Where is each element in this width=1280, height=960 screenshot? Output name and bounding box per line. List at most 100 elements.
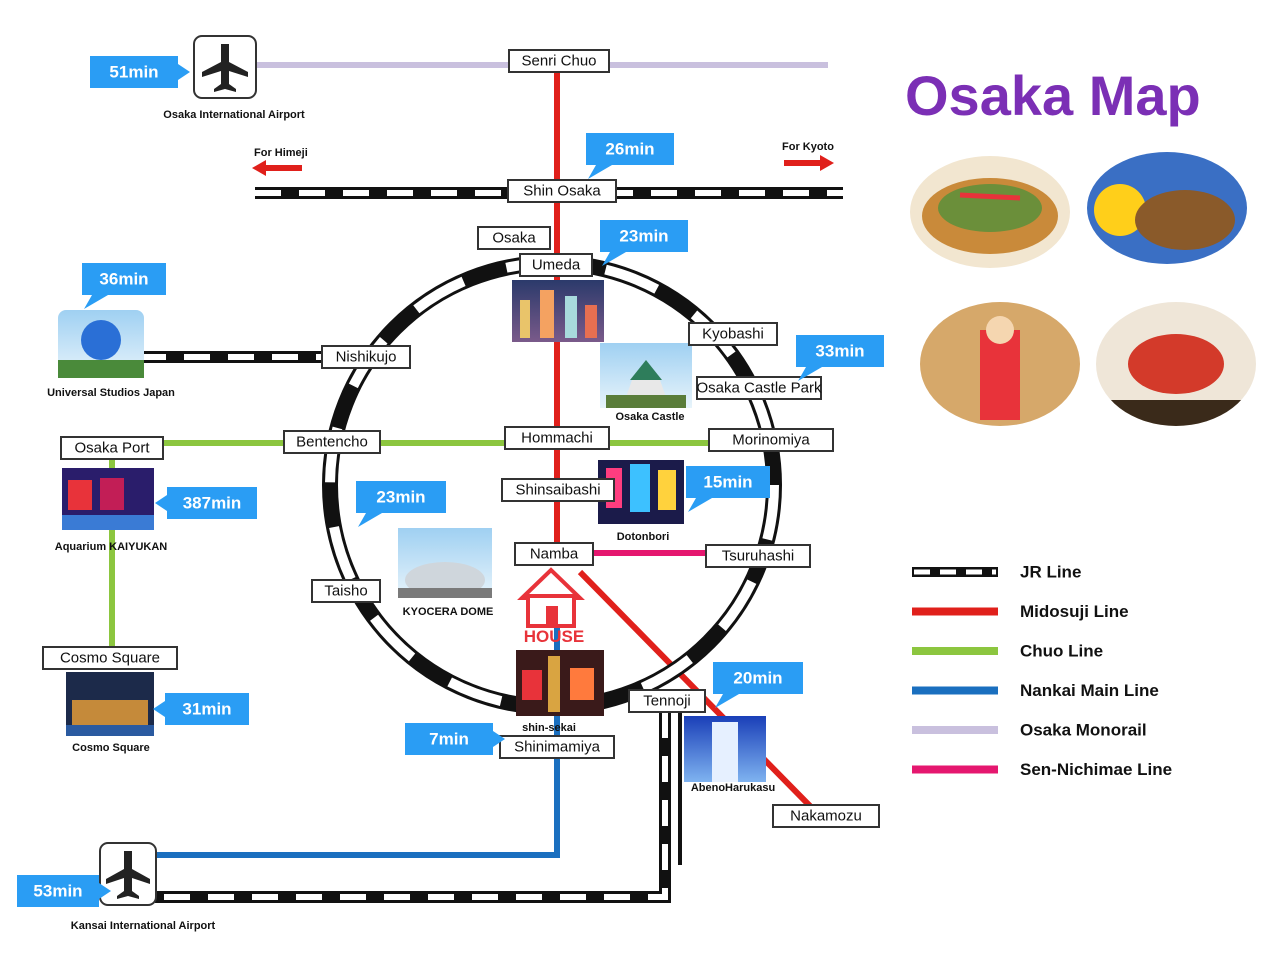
legend-item: Nankai Main Line: [912, 681, 1159, 700]
station-namba: Namba: [514, 542, 594, 566]
travel-time-label: 15min: [703, 473, 752, 492]
nankai-line: [155, 600, 560, 858]
jr-kansai-line-dash: [155, 712, 668, 900]
travel-time-shinimamiya: 7min: [405, 723, 505, 755]
shinsekai-photo: [516, 650, 604, 716]
travel-time-label: 23min: [376, 488, 425, 507]
station-label: Nishikujo: [336, 349, 397, 366]
legend-label: JR Line: [1020, 563, 1081, 582]
travel-time-label: 7min: [429, 730, 469, 749]
osaka-airport-label: Osaka International Airport: [163, 109, 305, 121]
travel-time-label: 387min: [183, 494, 242, 513]
kani-doraku-photo: [1096, 302, 1256, 426]
station-label: Nakamozu: [790, 808, 862, 825]
legend-label: Nankai Main Line: [1020, 681, 1159, 700]
station-tennoji: Tennoji: [628, 689, 706, 713]
osaka-castle-label: Osaka Castle: [615, 411, 684, 423]
legend-item: Chuo Line: [912, 642, 1103, 661]
travel-time-shin-osaka: 26min: [586, 133, 674, 179]
station-bentencho: Bentencho: [283, 430, 381, 454]
station-label: Senri Chuo: [521, 53, 596, 70]
station-label: Tsuruhashi: [722, 548, 795, 565]
travel-time-aquarium: 387min: [155, 487, 257, 519]
legend-label: Midosuji Line: [1020, 602, 1129, 621]
kyocera-dome-label: KYOCERA DOME: [403, 606, 494, 618]
travel-time-cosmo: 31min: [153, 693, 249, 725]
abeno-harukasu-label: AbenoHarukasu: [691, 782, 775, 794]
legend-label: Chuo Line: [1020, 642, 1103, 661]
travel-time-usj: 36min: [82, 263, 166, 309]
dotonbori-label: Dotonbori: [617, 531, 670, 543]
station-shinimamiya: Shinimamiya: [499, 735, 615, 759]
station-nishikujo: Nishikujo: [321, 345, 411, 369]
direction-himeji: For Himeji: [252, 147, 308, 176]
travel-time-label: 26min: [605, 140, 654, 159]
station-umeda: Umeda: [519, 253, 593, 277]
travel-time-label: 31min: [182, 700, 231, 719]
umeda-photo: [512, 280, 604, 342]
kuidaore-photo: [920, 302, 1080, 426]
station-label: Morinomiya: [732, 432, 810, 449]
station-label: Cosmo Square: [60, 650, 160, 667]
station-label: Taisho: [324, 583, 367, 600]
map-title: Osaka Map: [905, 64, 1201, 127]
station-label: Osaka Castle Park: [696, 380, 822, 397]
abeno-harukasu-photo: [684, 716, 766, 782]
kansai-airport-icon: [99, 842, 157, 906]
direction-himeji-label: For Himeji: [254, 147, 308, 159]
legend-item: Midosuji Line: [912, 602, 1129, 621]
station-label: Shinimamiya: [514, 739, 601, 756]
cosmo-square-label: Cosmo Square: [72, 742, 150, 754]
legend-item: Sen-Nichimae Line: [912, 760, 1172, 779]
okonomiyaki-photo: [910, 156, 1070, 268]
station-osaka: Osaka: [477, 226, 551, 250]
travel-time-dotonbori: 15min: [686, 466, 770, 512]
travel-time-osaka-castle: 33min: [796, 335, 884, 381]
shinsekai-label: shin-sekai: [522, 722, 576, 734]
usj-photo: [58, 310, 144, 378]
usj-label: Universal Studios Japan: [47, 387, 175, 399]
station-cosmo-square: Cosmo Square: [42, 646, 178, 670]
station-label: Umeda: [532, 257, 581, 274]
station-senri-chuo: Senri Chuo: [508, 49, 610, 73]
osaka-castle-photo: [600, 343, 692, 408]
legend-item: JR Line: [912, 563, 1081, 582]
station-label: Namba: [530, 546, 579, 563]
station-taisho: Taisho: [311, 579, 381, 603]
station-hommachi: Hommachi: [504, 426, 610, 450]
house-label: HOUSE: [524, 627, 584, 646]
station-osaka-castle-park: Osaka Castle Park: [696, 376, 822, 400]
travel-time-label: 36min: [99, 270, 148, 289]
station-label: Shin Osaka: [523, 183, 601, 200]
travel-time-kansai-airport: 53min: [17, 875, 111, 907]
cosmo-square-photo: [66, 672, 154, 736]
station-label: Kyobashi: [702, 326, 764, 343]
travel-time-label: 33min: [815, 342, 864, 361]
station-osaka-port: Osaka Port: [60, 436, 164, 460]
station-label: Bentencho: [296, 434, 368, 451]
kansai-airport-label: Kansai International Airport: [71, 920, 216, 932]
aquarium-photo: [62, 468, 154, 530]
travel-time-label: 20min: [733, 669, 782, 688]
legend-label: Osaka Monorail: [1020, 721, 1147, 740]
legend-label: Sen-Nichimae Line: [1020, 760, 1172, 779]
legend-item: Osaka Monorail: [912, 721, 1147, 740]
station-label: Shinsaibashi: [515, 482, 600, 499]
travel-time-osaka-airport: 51min: [90, 56, 190, 88]
station-tsuruhashi: Tsuruhashi: [705, 544, 811, 568]
travel-time-abeno: 20min: [713, 662, 803, 708]
aquarium-label: Aquarium KAIYUKAN: [55, 541, 168, 553]
osaka-airport-icon: [193, 35, 257, 99]
travel-time-kyocera: 23min: [356, 481, 446, 527]
travel-time-label: 23min: [619, 227, 668, 246]
station-label: Hommachi: [521, 430, 593, 447]
direction-kyoto-label: For Kyoto: [782, 141, 834, 153]
station-nakamozu: Nakamozu: [772, 804, 880, 828]
travel-time-label: 53min: [33, 882, 82, 901]
station-label: Osaka Port: [74, 440, 150, 457]
takoyaki-photo: [1087, 152, 1247, 264]
station-morinomiya: Morinomiya: [708, 428, 834, 452]
kyocera-dome-photo: [398, 528, 492, 598]
